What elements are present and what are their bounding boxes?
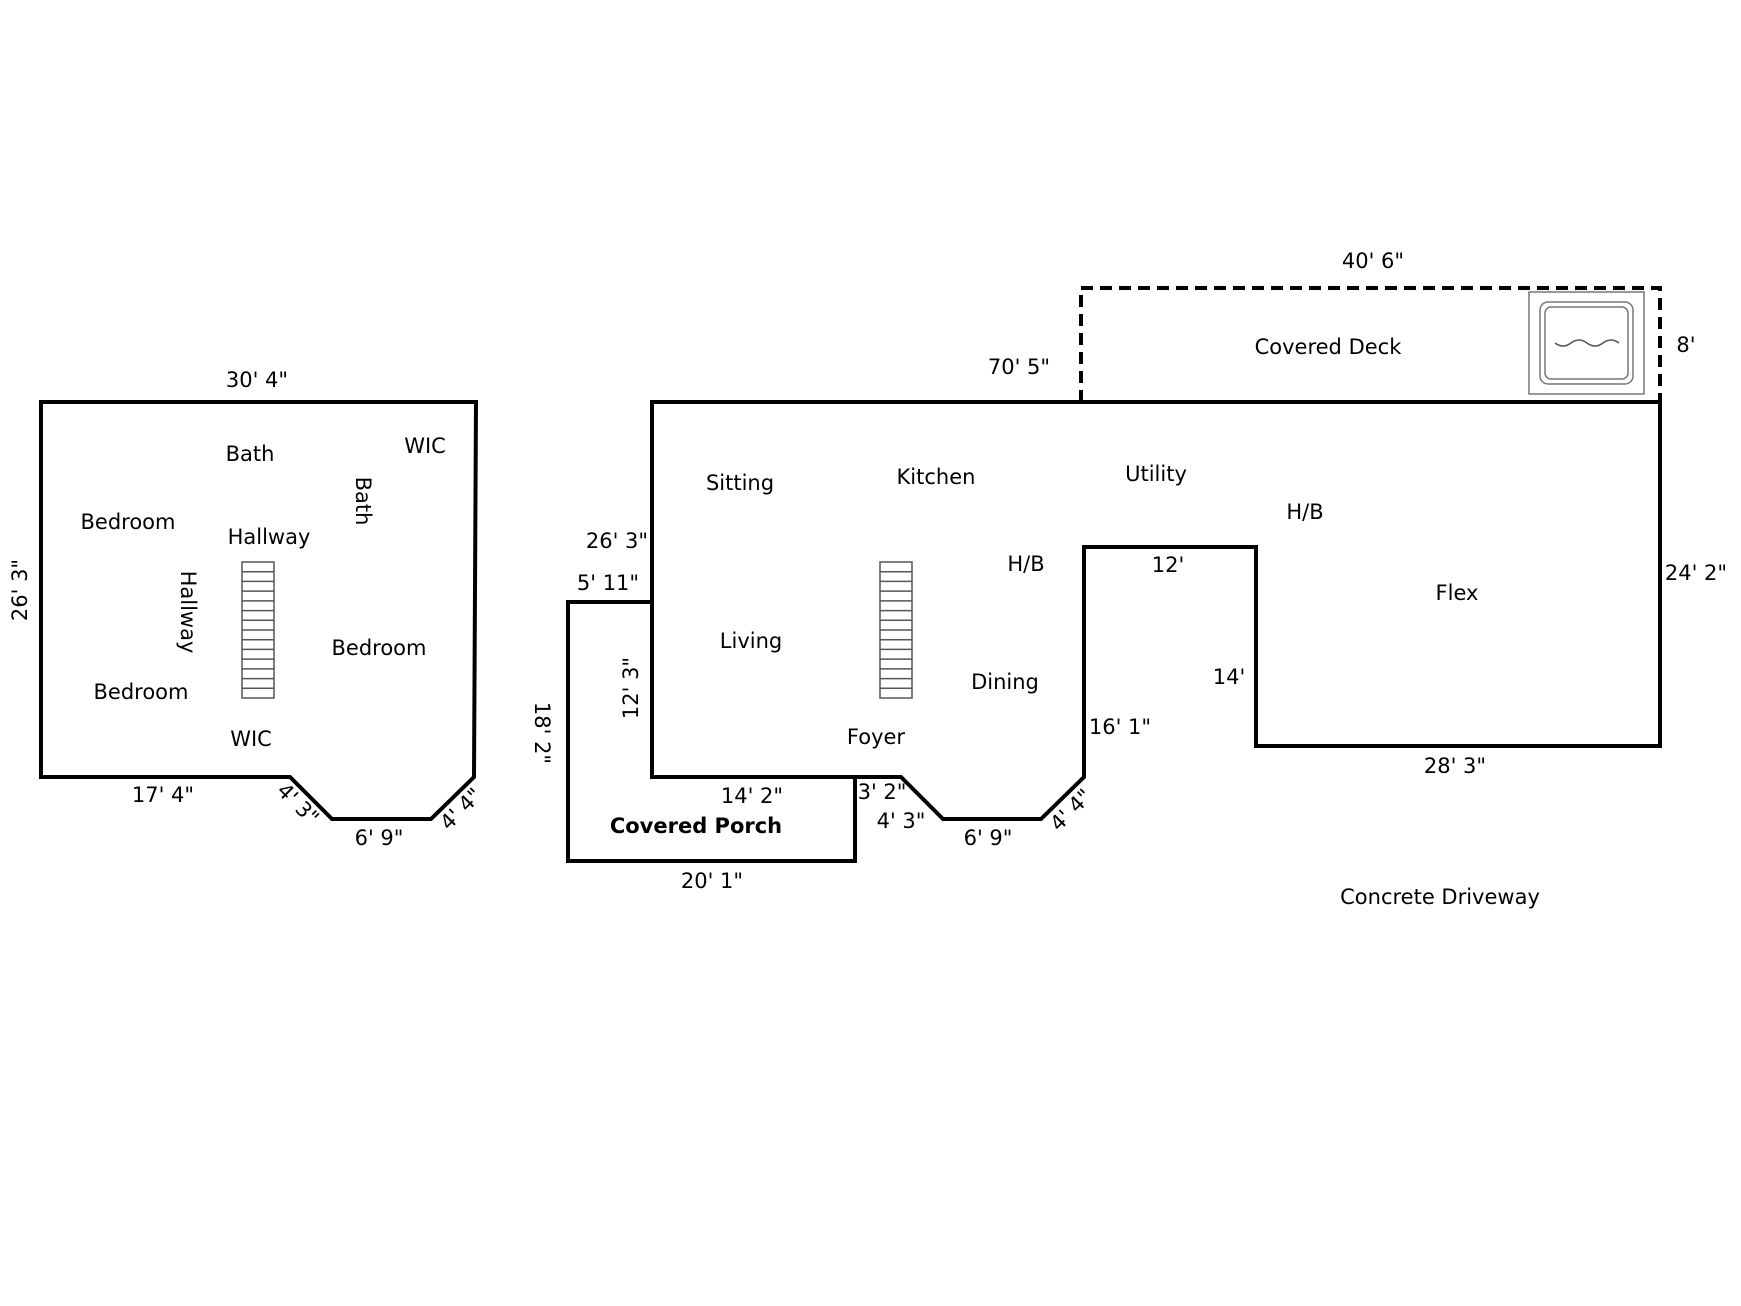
dim-main-right: 24' 2" xyxy=(1665,561,1727,585)
upper-floor-outline xyxy=(39,400,479,821)
dim-main-deck-top: 40' 6" xyxy=(1342,249,1404,273)
dim-main-notch-right: 14' xyxy=(1213,665,1246,689)
room-kitchen: Kitchen xyxy=(897,465,976,489)
room-flex: Flex xyxy=(1436,581,1479,605)
covered-porch-outline xyxy=(566,600,857,863)
room-upper-bedroom-bottom-left: Bedroom xyxy=(94,680,189,704)
room-dining: Dining xyxy=(971,670,1039,694)
dim-main-step: 3' 2" xyxy=(858,780,907,804)
room-upper-bath-vertical: Bath xyxy=(351,477,375,526)
dim-upper-left: 26' 3" xyxy=(8,559,32,621)
covered-deck-outline xyxy=(1079,286,1662,402)
room-upper-bedroom-top-left: Bedroom xyxy=(81,510,176,534)
dim-main-bottom-right: 28' 3" xyxy=(1424,754,1486,778)
room-upper-hallway-vertical: Hallway xyxy=(176,571,200,654)
room-foyer: Foyer xyxy=(847,725,906,749)
dim-main-notch-top: 12' xyxy=(1152,553,1185,577)
dim-main-deck-right: 8' xyxy=(1676,333,1695,357)
dim-upper-angle-right: 4' 4" xyxy=(435,783,487,835)
dim-main-notch-left: 16' 1" xyxy=(1089,715,1151,739)
label-concrete-driveway: Concrete Driveway xyxy=(1340,885,1540,909)
hot-tub-icon xyxy=(1528,291,1645,395)
main-floor: 40' 6" 70' 5" 8' 26' 3" 5' 11" 18' 2" 12… xyxy=(530,249,1727,909)
dim-main-bottom-left: 14' 2" xyxy=(721,784,783,808)
dim-main-bottom-mid: 6' 9" xyxy=(964,826,1013,850)
dim-main-angle-right: 4' 4" xyxy=(1045,784,1097,836)
stairs-icon xyxy=(241,561,275,699)
dim-upper-top: 30' 4" xyxy=(226,368,288,392)
room-covered-porch: Covered Porch xyxy=(610,814,782,838)
room-living: Living xyxy=(720,629,782,653)
dim-upper-bottom-mid: 6' 9" xyxy=(355,826,404,850)
dim-main-top: 70' 5" xyxy=(988,355,1050,379)
dim-main-porch-top: 5' 11" xyxy=(577,571,639,595)
room-upper-wic-top: WIC xyxy=(404,434,446,458)
dim-main-porch-bottom: 20' 1" xyxy=(681,869,743,893)
dim-upper-bottom-left: 17' 4" xyxy=(132,783,194,807)
dim-main-left-lower: 12' 3" xyxy=(619,657,643,719)
dim-main-angle-left: 4' 3" xyxy=(877,809,926,833)
room-hb-mid: H/B xyxy=(1007,552,1044,576)
room-upper-wic-bottom: WIC xyxy=(230,727,272,751)
upper-floor: 30' 4" 26' 3" 17' 4" 4' 3" 6' 9" 4' 4" B… xyxy=(8,368,487,850)
stairs-icon xyxy=(879,561,913,699)
main-floor-outline xyxy=(650,400,1662,821)
room-utility: Utility xyxy=(1125,462,1187,486)
dim-main-porch-side: 18' 2" xyxy=(530,702,554,764)
room-upper-bedroom-right: Bedroom xyxy=(332,636,427,660)
room-covered-deck: Covered Deck xyxy=(1255,335,1403,359)
room-hb-right: H/B xyxy=(1286,500,1323,524)
room-upper-bath: Bath xyxy=(226,442,275,466)
dim-upper-angle-left: 4' 3" xyxy=(272,778,324,830)
room-upper-hallway: Hallway xyxy=(228,525,311,549)
room-sitting: Sitting xyxy=(706,471,774,495)
dim-main-left-upper: 26' 3" xyxy=(586,529,648,553)
